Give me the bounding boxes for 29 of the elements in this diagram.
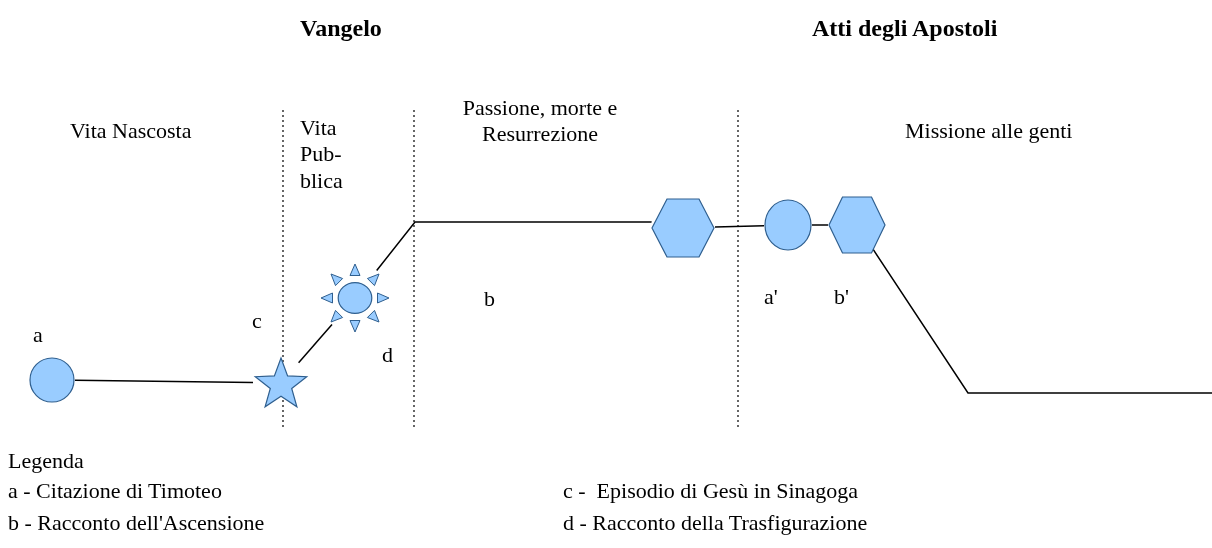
timeline-line bbox=[74, 379, 254, 384]
legend-heading: Legenda bbox=[8, 448, 84, 475]
marker-letter: b' bbox=[834, 284, 849, 311]
timeline-line bbox=[872, 248, 1212, 394]
circle-marker bbox=[29, 357, 75, 403]
circle-marker bbox=[764, 199, 812, 251]
hexagon-marker bbox=[651, 198, 715, 258]
marker-letter: b bbox=[484, 286, 495, 313]
timeline-line bbox=[811, 224, 829, 226]
legend-entry: d - Racconto della Trasfigurazione bbox=[563, 510, 868, 537]
legend-entry: a - Citazione di Timoteo bbox=[8, 478, 222, 505]
timeline-line bbox=[297, 323, 333, 364]
marker-letter: c bbox=[252, 308, 262, 335]
star-marker bbox=[253, 357, 309, 409]
marker-letter: d bbox=[382, 342, 393, 369]
section-heading: Vangelo bbox=[300, 14, 382, 43]
period-label: Missione alle genti bbox=[905, 118, 1073, 145]
timeline-line bbox=[375, 221, 653, 272]
period-label: Vita Pub- blica bbox=[300, 115, 344, 195]
legend-entry: c - Episodio di Gesù in Sinagoga bbox=[563, 478, 859, 505]
marker-letter: a bbox=[33, 322, 43, 349]
timeline-line bbox=[714, 224, 765, 228]
sun-marker bbox=[320, 263, 390, 333]
marker-letter: a' bbox=[764, 284, 778, 311]
period-label: Passione, morte e Resurrezione bbox=[461, 95, 619, 148]
legend-entry: b - Racconto dell'Ascensione bbox=[8, 510, 265, 537]
period-label: Vita Nascosta bbox=[70, 118, 192, 145]
hexagon-marker bbox=[828, 196, 886, 254]
section-heading: Atti degli Apostoli bbox=[812, 14, 998, 43]
